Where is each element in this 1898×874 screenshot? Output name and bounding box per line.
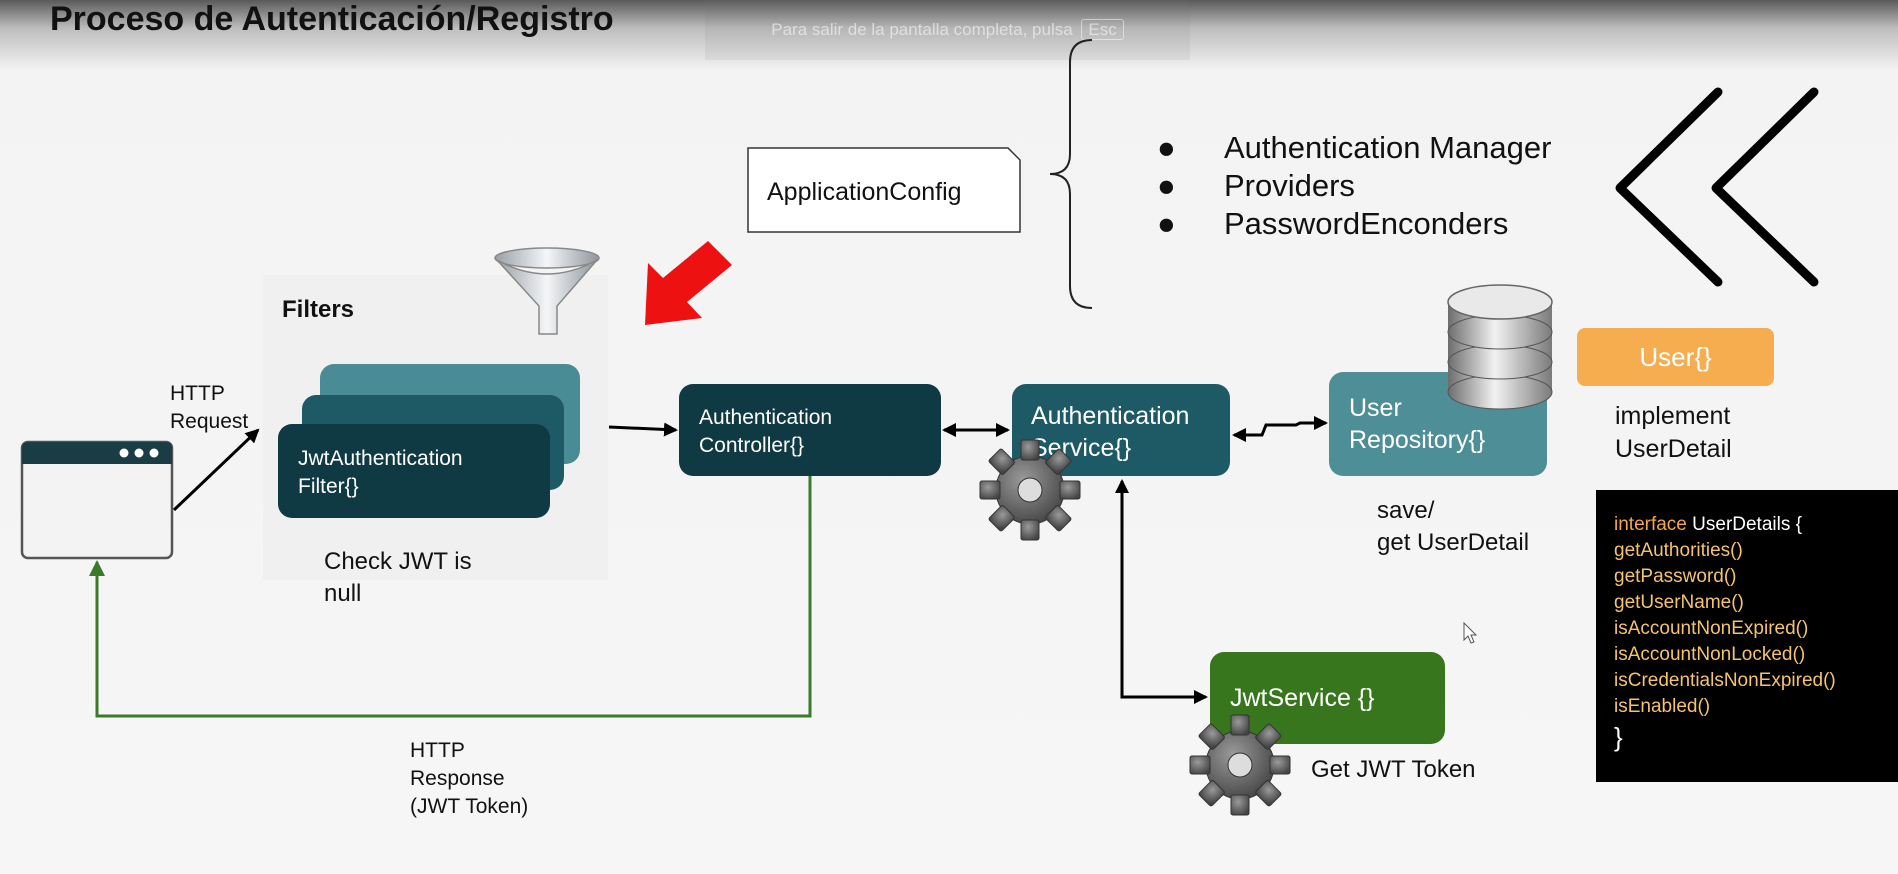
esc-key: Esc xyxy=(1081,19,1124,40)
code-keyword: interface xyxy=(1614,514,1687,535)
mouse-cursor-icon xyxy=(1463,621,1478,644)
code-method: isCredentialsNonExpired() xyxy=(1614,670,1836,691)
bullet-list: ●Authentication Manager ●Providers ●Pass… xyxy=(1157,129,1551,243)
code-method: getUserName() xyxy=(1614,592,1744,613)
double-chevron-left-icon xyxy=(1615,87,1819,287)
http-response-label: HTTP Response (JWT Token) xyxy=(410,739,529,818)
http-request-label: HTTP Request xyxy=(170,382,249,433)
bullet-item-1: ●Providers xyxy=(1157,168,1355,203)
bullet-dot-icon: ● xyxy=(1157,206,1176,241)
code-method: isAccountNonExpired() xyxy=(1614,618,1809,639)
get-jwt-token-label: Get JWT Token xyxy=(1311,756,1476,783)
http-response-arrow xyxy=(89,476,812,718)
code-close-brace: } xyxy=(1614,722,1623,752)
curly-brace xyxy=(1049,39,1093,309)
check-jwt-label: Check JWT is null xyxy=(324,548,472,607)
application-config-note xyxy=(747,147,1021,233)
implement-label: implement UserDetail xyxy=(1615,402,1732,463)
user-details-code-box: interface UserDetails { getAuthorities()… xyxy=(1596,490,1898,782)
jwt-authentication-filter: JwtAuthentication Filter{} xyxy=(278,424,550,518)
code-method: getAuthorities() xyxy=(1614,540,1743,561)
gear-icon xyxy=(1189,714,1291,816)
authentication-controller: Authentication Controller{} xyxy=(679,384,941,476)
bullet-item-0: ●Authentication Manager xyxy=(1157,130,1552,165)
code-method: getPassword() xyxy=(1614,566,1737,587)
service-repository-arrow xyxy=(1232,416,1328,442)
http-request-arrow xyxy=(172,428,260,512)
bullet-dot-icon: ● xyxy=(1157,168,1176,203)
page-title: Proceso de Autenticación/Registro xyxy=(50,0,614,38)
funnel-icon xyxy=(494,247,600,335)
fullscreen-hint: Para salir de la pantalla completa, puls… xyxy=(705,0,1190,60)
red-arrow-icon xyxy=(645,241,732,325)
save-get-label: save/ get UserDetail xyxy=(1377,497,1530,556)
filters-title: Filters xyxy=(282,296,355,323)
bullet-item-2: ●PasswordEnconders xyxy=(1157,206,1509,241)
gear-icon xyxy=(979,439,1081,541)
bullet-dot-icon: ● xyxy=(1157,130,1176,165)
service-jwt-arrow xyxy=(1115,479,1208,704)
filter-to-controller-arrow xyxy=(608,422,678,437)
database-icon xyxy=(1447,284,1553,410)
user-class-box: User{} xyxy=(1577,328,1774,386)
browser-window-icon xyxy=(20,440,174,560)
code-method: isEnabled() xyxy=(1614,696,1711,717)
fullscreen-hint-text: Para salir de la pantalla completa, puls… xyxy=(771,20,1073,39)
application-config-label: ApplicationConfig xyxy=(767,178,962,206)
code-interface-name: UserDetails { xyxy=(1692,514,1802,535)
code-method: isAccountNonLocked() xyxy=(1614,644,1806,665)
